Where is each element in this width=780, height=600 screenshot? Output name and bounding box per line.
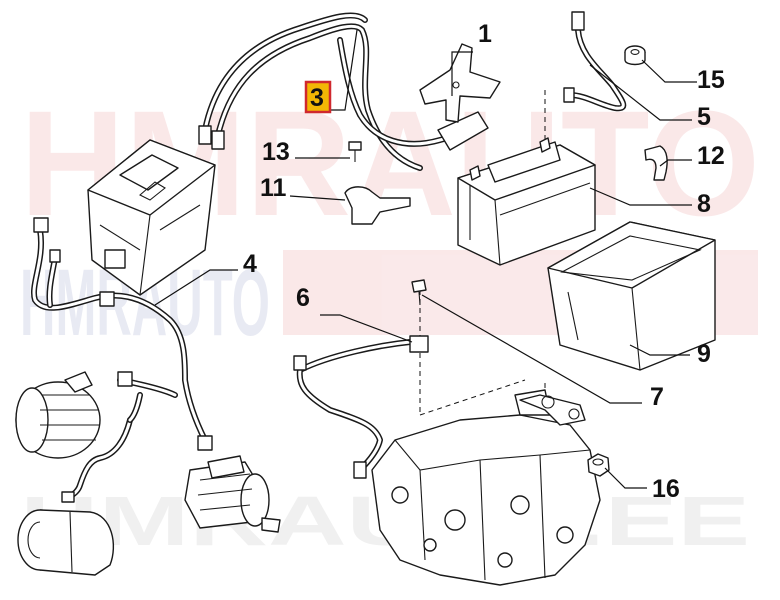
strap-lug	[409, 335, 429, 353]
leader-4	[154, 269, 238, 306]
cable-terminal	[437, 111, 489, 151]
cable-lug-left-2	[211, 130, 225, 150]
callout-5[interactable]: 5	[697, 103, 711, 131]
tray-rim	[547, 221, 716, 289]
ground-bolt-part	[411, 279, 427, 306]
alternator	[15, 371, 101, 459]
leader-9	[629, 344, 690, 356]
harness-connector	[33, 217, 49, 233]
leader-6	[320, 314, 413, 343]
engine-wiring-harness	[31, 217, 213, 503]
cap-part	[624, 45, 646, 66]
clamp-part	[344, 186, 411, 225]
bracket-body	[419, 43, 501, 123]
sensor-connector	[571, 11, 585, 31]
leader-11	[289, 195, 346, 201]
leader-16	[604, 467, 647, 489]
leader-5	[589, 64, 692, 121]
battery-terminal-right	[539, 137, 551, 153]
leader-7	[421, 294, 642, 404]
leader-1	[451, 51, 473, 96]
callout-1[interactable]: 1	[478, 20, 492, 48]
ac-compressor	[17, 509, 114, 576]
battery-tray-part	[547, 221, 716, 371]
fuse-box	[87, 139, 216, 296]
callout-4[interactable]: 4	[243, 250, 257, 278]
nut-part	[587, 453, 610, 477]
leader-lines	[154, 29, 697, 489]
battery-sensor-lead	[563, 11, 627, 112]
highlight-box-3	[304, 80, 332, 114]
callout-16[interactable]: 16	[652, 475, 680, 503]
callout-15[interactable]: 15	[697, 66, 725, 94]
gearbox	[371, 389, 601, 586]
battery-terminal-left	[469, 165, 481, 181]
ground-strap-part	[293, 335, 429, 479]
cable-lug-left-1	[198, 125, 212, 145]
callout-13[interactable]: 13	[262, 138, 290, 166]
hold-down-bracket	[419, 43, 501, 123]
callout-11[interactable]: 11	[260, 174, 287, 202]
starter-motor	[184, 455, 281, 533]
callout-3[interactable]: 3	[310, 84, 324, 112]
sensor-end	[563, 87, 575, 103]
leader-8	[589, 187, 692, 206]
battery-part	[457, 137, 596, 266]
vent-elbow-part	[644, 145, 668, 181]
callout-9[interactable]: 9	[697, 340, 711, 368]
callout-12[interactable]: 12	[697, 142, 725, 170]
screw-part	[348, 141, 362, 162]
assembly-line-bolt-2	[419, 379, 526, 416]
gear-lever-arm	[519, 394, 586, 426]
battery-cable-set	[198, 12, 489, 171]
leader-3	[330, 29, 358, 111]
leader-12	[659, 159, 692, 167]
leader-15	[641, 59, 697, 83]
callout-7[interactable]: 7	[650, 383, 664, 411]
callout-8[interactable]: 8	[697, 190, 711, 218]
assembly-lines	[419, 90, 546, 416]
callout-numbers: 1 3 4 5 6 7 8 9 11 12 13 15 16	[243, 20, 725, 503]
callout-6[interactable]: 6	[296, 284, 310, 312]
